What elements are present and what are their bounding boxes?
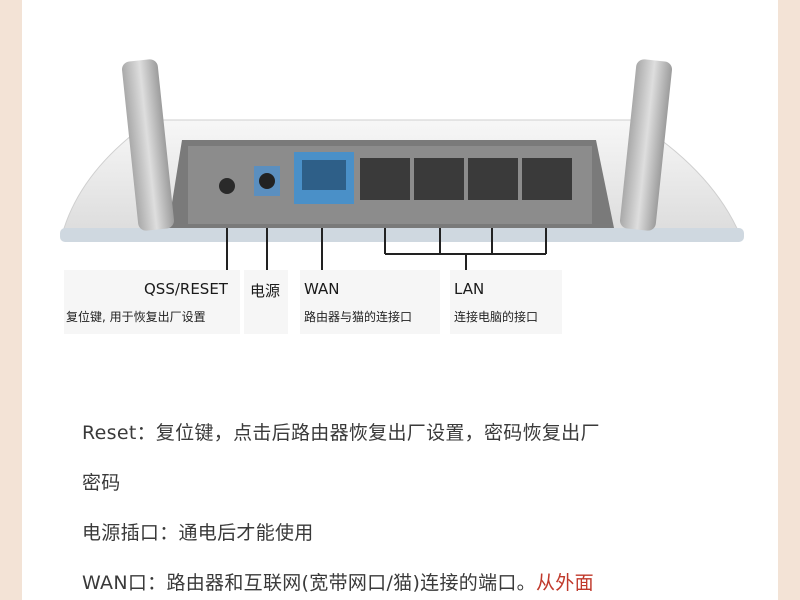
router-diagram [60, 59, 744, 272]
wan-label-box: WAN 路由器与猫的连接口 [300, 270, 440, 334]
qss-sub: 复位键, 用于恢复出厂设置 [66, 310, 206, 324]
desc-line-2: 密码 [82, 472, 121, 494]
desc-line-4-main: WAN口：路由器和互联网(宽带网口/猫)连接的端口。 [82, 572, 536, 594]
left-antenna [122, 59, 174, 231]
router-base [60, 228, 744, 242]
qss-label-box: QSS/RESET 复位键, 用于恢复出厂设置 [64, 270, 240, 334]
wan-sub: 路由器与猫的连接口 [304, 310, 413, 324]
lan-label-box: LAN 连接电脑的接口 [450, 270, 562, 334]
desc-line-4: WAN口：路由器和互联网(宽带网口/猫)连接的端口。从外面 [82, 568, 594, 595]
leader-lines [226, 228, 547, 272]
desc-line-4-highlight: 从外面 [536, 572, 594, 594]
lan-port-4 [522, 158, 572, 200]
lan-title: LAN [454, 280, 485, 298]
wan-title: WAN [304, 280, 340, 298]
power-title: 电源 [250, 282, 281, 300]
qss-title: QSS/RESET [144, 280, 228, 298]
desc-line-3: 电源插口：通电后才能使用 [82, 522, 314, 544]
reset-button [219, 178, 235, 194]
desc-line-1: Reset：复位键，点击后路由器恢复出厂设置，密码恢复出厂 [82, 422, 600, 444]
lan-sub: 连接电脑的接口 [454, 310, 539, 324]
lan-port-1 [360, 158, 410, 200]
power-label-box: 电源 [244, 270, 288, 334]
lan-port-3 [468, 158, 518, 200]
lan-port-2 [414, 158, 464, 200]
page: QSS/RESET 复位键, 用于恢复出厂设置 电源 WAN 路由器与猫的连接口… [22, 0, 778, 600]
right-antenna [620, 59, 672, 231]
